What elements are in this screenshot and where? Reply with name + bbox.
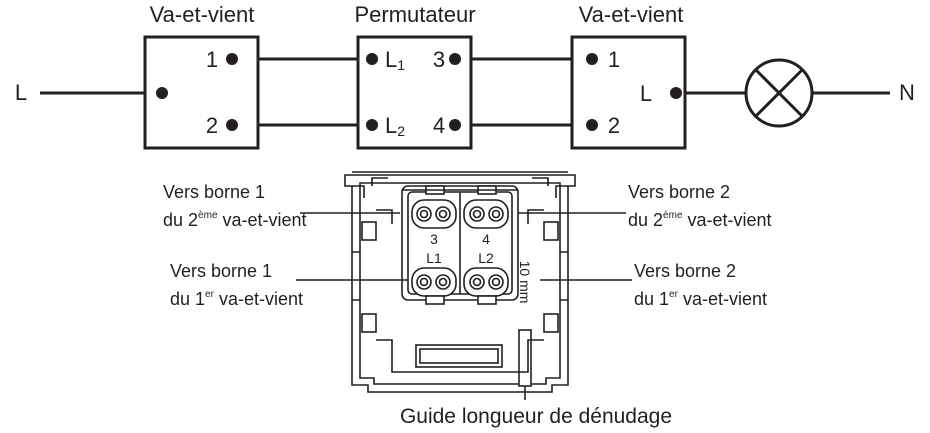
- switch-right-label-l: L: [640, 81, 652, 106]
- switch-left-terminal-2: [226, 119, 238, 131]
- callout-bottom-left-line2: du 1er va-et-vient: [170, 289, 303, 309]
- permutator-terminal-l1: [366, 53, 378, 65]
- device-lug-right-top: [543, 221, 559, 241]
- switch-left-common-terminal: [156, 87, 168, 99]
- strip-length-gauge: [518, 329, 532, 387]
- hole-label-3: 3: [430, 231, 438, 247]
- switch-right-common-terminal: [670, 87, 682, 99]
- permutator-terminal-3: [449, 53, 461, 65]
- switch-right-terminal-1: [586, 53, 598, 65]
- callout-bottom-right-line1: Vers borne 2: [634, 261, 736, 281]
- switch-left-label-2: 2: [206, 113, 218, 138]
- permutator-label-l2: L2: [385, 113, 405, 139]
- hole-label-l2: L2: [478, 250, 494, 266]
- lamp-cross-icon: [744, 58, 814, 128]
- callout-top-left-line2: du 2ème va-et-vient: [163, 210, 307, 230]
- device-illustration: 3 4 L1 L2 10 mm: [344, 171, 576, 400]
- permutator-terminal-4: [449, 119, 461, 131]
- permutator-label-4: 4: [433, 113, 445, 138]
- callouts: Vers borne 1 du 2ème va-et-vient Vers bo…: [163, 182, 772, 428]
- device-lug-right-bottom: [543, 313, 559, 333]
- switch-right-box: [570, 35, 687, 150]
- device-inner-frame: [359, 182, 561, 385]
- switch-right-title: Va-et-vient: [579, 2, 684, 27]
- line-label: L: [15, 80, 27, 105]
- switch-left-label-1: 1: [206, 47, 218, 72]
- callout-top-right-line2: du 2ème va-et-vient: [628, 210, 772, 230]
- terminal-holes-3-4: [411, 199, 509, 229]
- callout-bottom-right-line2: du 1er va-et-vient: [634, 289, 767, 309]
- switch-left-terminal-1: [226, 53, 238, 65]
- permutator-title: Permutateur: [354, 2, 475, 27]
- callout-top-right-line1: Vers borne 2: [628, 182, 730, 202]
- device-lug-left-bottom: [361, 313, 377, 333]
- permutator-terminal-l2: [366, 119, 378, 131]
- callout-bottom-left-line1: Vers borne 1: [170, 261, 272, 281]
- device-lug-left-top: [361, 221, 377, 241]
- switch-right-terminal-2: [586, 119, 598, 131]
- schematic: Va-et-vient Permutateur Va-et-vient 1 2 …: [15, 2, 915, 150]
- hole-label-4: 4: [482, 231, 490, 247]
- permutator-label-3: 3: [433, 47, 445, 72]
- guide-label: Guide longueur de dénudage: [400, 405, 672, 428]
- switch-left-title: Va-et-vient: [150, 2, 255, 27]
- device-bottom-slot: [415, 344, 503, 368]
- terminal-holes-l1-l2: [411, 267, 509, 297]
- permutator-label-l1: L1: [385, 47, 405, 73]
- strip-length-label: 10 mm: [517, 261, 533, 304]
- switch-right-label-1: 1: [608, 47, 620, 72]
- hole-label-l1: L1: [426, 250, 442, 266]
- switch-right-label-2: 2: [608, 113, 620, 138]
- switch-left-box: [143, 35, 260, 150]
- neutral-label: N: [899, 80, 915, 105]
- callout-top-left-line1: Vers borne 1: [163, 182, 265, 202]
